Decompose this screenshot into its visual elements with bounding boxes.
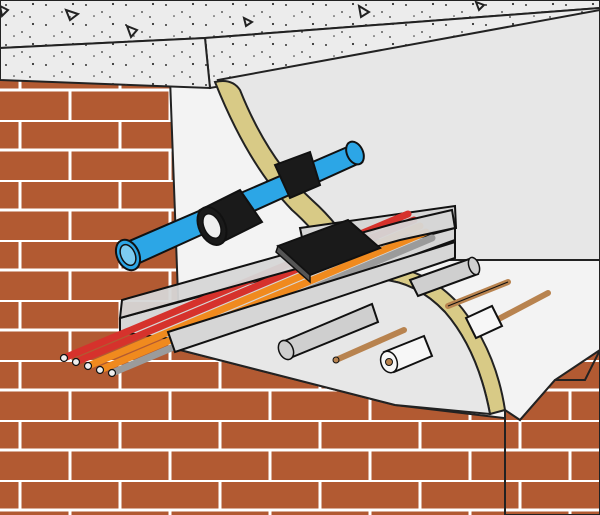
copper-pipe-upper-outline: [447, 281, 509, 307]
steel-pipe-upper-end: [467, 256, 481, 276]
aggregate-mark: [125, 24, 139, 39]
steel-pipe-lower-end: [277, 339, 295, 361]
cable-tray-icon: [59, 204, 458, 378]
slab-edge-aggregate: [0, 38, 210, 88]
copper-pipe-lower: [333, 327, 407, 363]
tray-side-wall: [166, 240, 456, 354]
cable-end: [71, 357, 81, 367]
copper-pipe-lower-end: [332, 356, 340, 364]
blue-pipe-bore: [119, 243, 137, 267]
cable-end: [83, 361, 93, 371]
aggregate-mark: [64, 8, 81, 22]
insulated-pipe-lower-core: [385, 358, 393, 366]
blue-pipe-far-end: [345, 140, 365, 166]
insulation-sleeve-back: [273, 150, 322, 200]
brick-return: [504, 349, 600, 515]
cable-orange: [96, 228, 430, 374]
cable-end: [107, 368, 117, 378]
aggregate-mark: [474, 0, 486, 12]
aggregate-mark: [242, 16, 254, 28]
aggregate-mark: [357, 4, 371, 19]
tray-front-lip: [118, 208, 457, 320]
cable-end: [95, 365, 105, 375]
service-pipes: [277, 256, 551, 374]
pipe-icon: [114, 140, 365, 272]
fire-pad-edge: [275, 244, 311, 284]
cable-end: [59, 353, 69, 363]
copper-pipe-upper-2: [490, 290, 551, 325]
aggregate-mark: [0, 4, 10, 19]
slab-aggregate: [0, 0, 600, 48]
sleeve-inner-ring: [202, 212, 222, 240]
insulated-pipe-upper: [464, 304, 504, 340]
